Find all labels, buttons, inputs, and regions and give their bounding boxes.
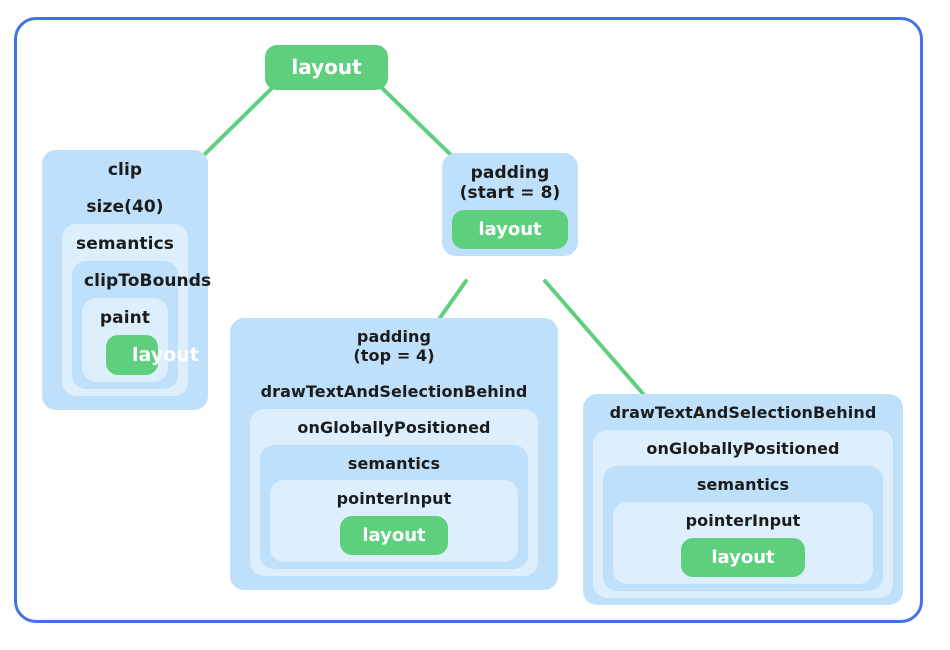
node-paint-label: paint [99,308,151,329]
node-mid-ongloballypositioned-label: onGloballyPositioned [297,417,491,437]
node-padding-start-label: padding (start = 8) [459,163,561,204]
node-right-semantics[interactable]: semantics pointerInput layout [603,465,883,591]
node-padding-top-label: padding (top = 4) [353,327,435,365]
node-right-ongloballypositioned-label: onGloballyPositioned [646,438,840,458]
node-mid-pointerinput[interactable]: pointerInput layout [270,480,518,563]
node-mid-semantics[interactable]: semantics pointerInput layout [260,444,528,570]
node-size40[interactable]: size(40) semantics clipToBounds paint la… [52,187,212,404]
node-size40-label: size(40) [86,197,164,218]
node-right-drawtext[interactable]: drawTextAndSelectionBehind onGloballyPos… [583,394,903,605]
stack-right: drawTextAndSelectionBehind onGloballyPos… [583,394,903,605]
node-clip-layout-leaf[interactable]: layout [106,335,199,376]
node-paint[interactable]: paint layout [82,298,199,383]
node-clip-label: clip [107,160,143,180]
node-right-semantics-label: semantics [696,474,790,494]
stack-padding-start: padding (start = 8) layout [442,153,578,257]
node-semantics-label: semantics [76,234,174,255]
stack-middle: padding (top = 4) drawTextAndSelectionBe… [230,318,558,591]
node-mid-layout-leaf[interactable]: layout [340,516,448,556]
node-cliptobounds-label: clipToBounds [84,271,212,292]
node-mid-drawtext[interactable]: drawTextAndSelectionBehind onGloballyPos… [240,372,548,584]
node-semantics[interactable]: semantics clipToBounds paint layout [62,224,212,397]
node-clip[interactable]: clip size(40) semantics clipToBounds pai… [42,150,212,411]
stack-clip: clip size(40) semantics clipToBounds pai… [42,150,212,411]
node-right-layout-leaf[interactable]: layout [681,537,805,577]
node-padding-top[interactable]: padding (top = 4) drawTextAndSelectionBe… [230,318,558,591]
node-root-layout[interactable]: layout [265,45,388,90]
node-mid-drawtext-label: drawTextAndSelectionBehind [260,381,528,401]
node-mid-pointerinput-label: pointerInput [336,489,452,509]
node-right-pointerinput[interactable]: pointerInput layout [613,501,873,584]
node-right-pointerinput-label: pointerInput [685,510,801,530]
node-right-ongloballypositioned[interactable]: onGloballyPositioned semantics pointerIn… [593,429,893,598]
diagram-frame-border [14,17,923,623]
node-mid-semantics-label: semantics [347,453,441,473]
node-mid-ongloballypositioned[interactable]: onGloballyPositioned semantics pointerIn… [250,408,538,577]
node-padding-start-layout-leaf[interactable]: layout [452,210,568,250]
node-cliptobounds[interactable]: clipToBounds paint layout [72,261,212,390]
node-padding-start[interactable]: padding (start = 8) layout [442,153,578,257]
node-right-drawtext-label: drawTextAndSelectionBehind [609,403,877,422]
